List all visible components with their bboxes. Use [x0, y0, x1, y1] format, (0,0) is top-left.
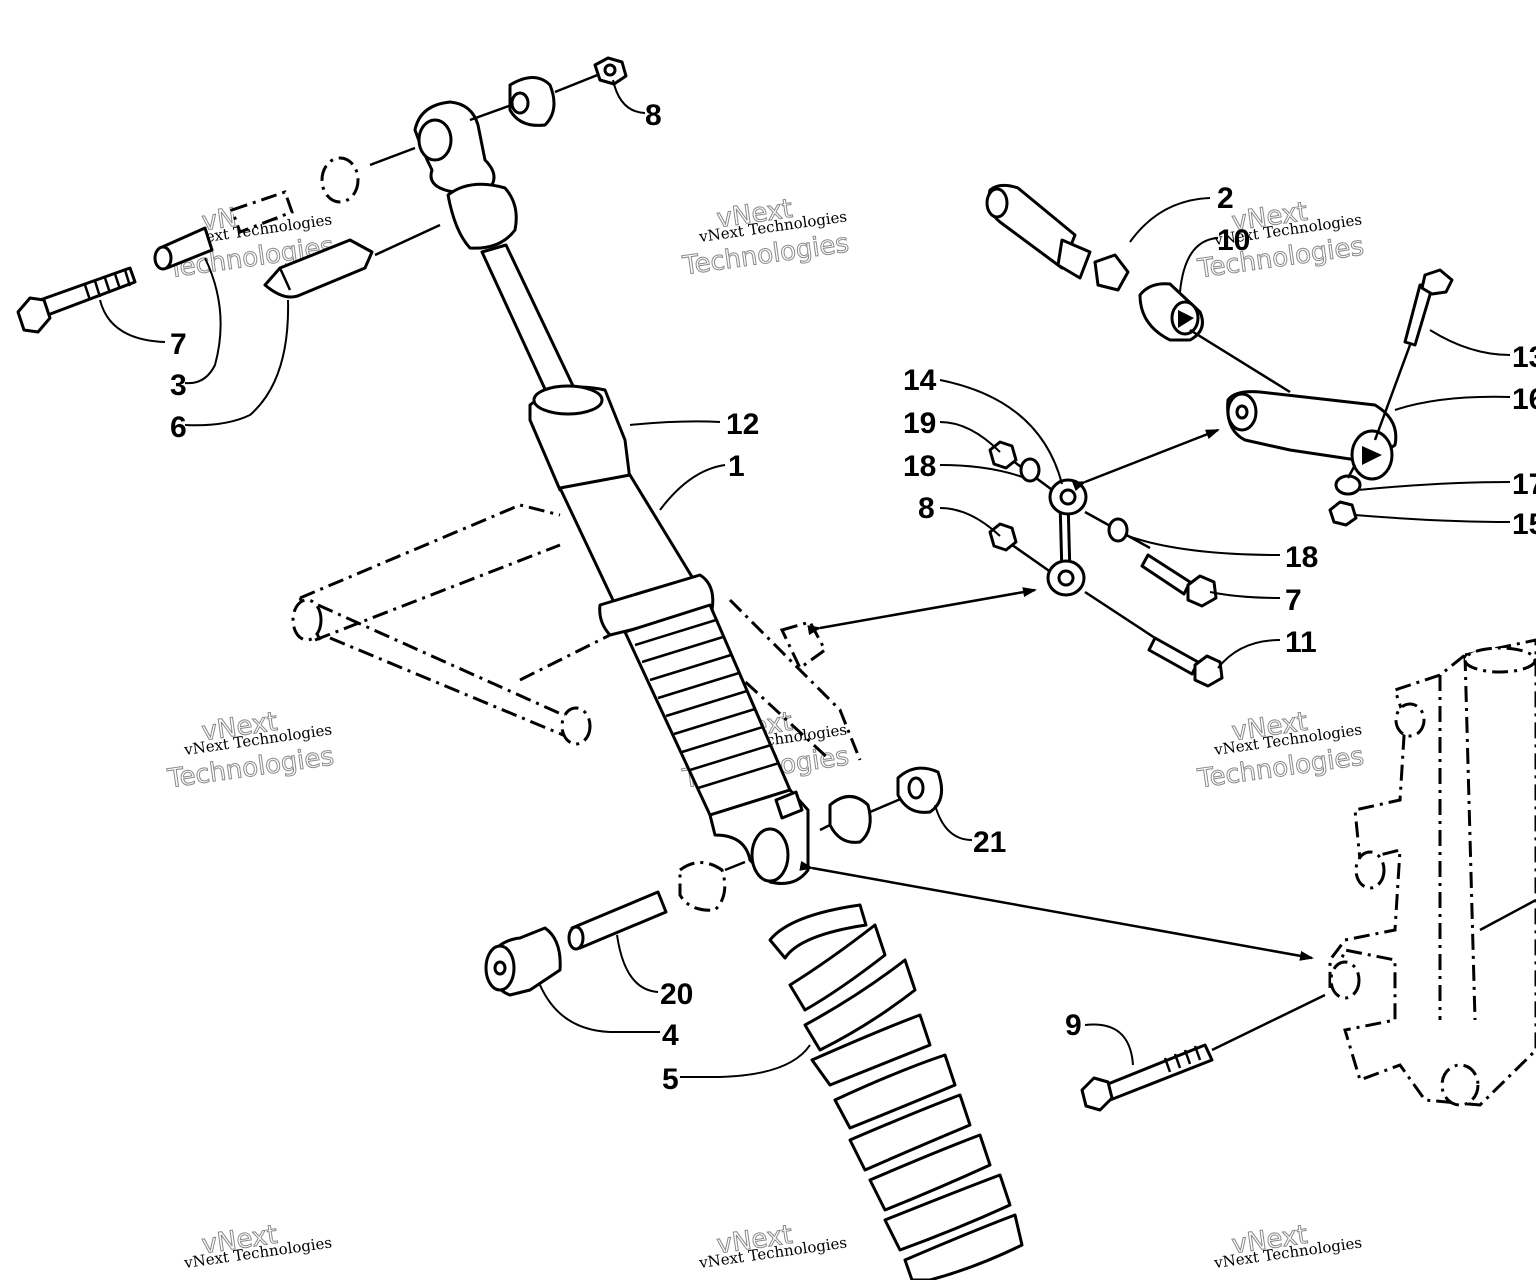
callout-16: 16 — [1512, 383, 1536, 416]
callout-3: 3 — [170, 369, 187, 402]
top-hardware — [16, 56, 628, 334]
watermark: vNext vNext Technologies — [1212, 1219, 1363, 1272]
thread-lines — [634, 618, 780, 790]
callout-7-link: 7 — [1285, 584, 1302, 617]
callout-6: 6 — [170, 411, 187, 444]
watermark: vNext vNext Technologies — [182, 1219, 333, 1272]
callout-21: 21 — [973, 826, 1006, 859]
watermark: vNext vNext Technologies Technologies — [680, 193, 852, 282]
callout-14: 14 — [903, 364, 937, 397]
callout-8-link: 8 — [918, 492, 935, 525]
assembly-arrows — [799, 428, 1314, 961]
callout-12: 12 — [726, 408, 759, 441]
callout-15: 15 — [1512, 508, 1536, 541]
callout-4: 4 — [662, 1019, 679, 1052]
callout-17: 17 — [1512, 468, 1536, 501]
callout-11: 11 — [1285, 626, 1317, 659]
callout-20: 20 — [660, 978, 693, 1011]
coil-spring — [768, 903, 1024, 1280]
link-assembly — [988, 440, 1224, 688]
shock-absorber — [413, 100, 810, 885]
watermark: vNext vNext Technologies Technologies — [1195, 706, 1367, 795]
callout-5: 5 — [662, 1063, 679, 1096]
callout-18-left: 18 — [903, 450, 936, 483]
callout-labels: 1 2 3 4 5 6 7 7 8 8 9 10 11 12 13 14 15 … — [170, 99, 1536, 1096]
watermark: vNext vNext Technologies Technologies — [165, 706, 337, 795]
callout-19: 19 — [903, 407, 936, 440]
callout-18-right: 18 — [1285, 541, 1318, 574]
callout-13: 13 — [1512, 341, 1536, 374]
callout-9: 9 — [1065, 1009, 1082, 1042]
watermark: vNext vNext Technologies Technologies — [1195, 196, 1367, 285]
leader-lines — [99, 79, 1511, 1078]
bolt-9 — [1080, 993, 1326, 1112]
sway-bar-arm — [985, 183, 1454, 527]
spindle-outline — [1328, 638, 1536, 1107]
bottom-hardware — [484, 766, 944, 997]
callout-10: 10 — [1217, 224, 1250, 257]
watermark: vNext vNext Technologies — [697, 1219, 848, 1272]
callout-7-top: 7 — [170, 328, 187, 361]
callout-8-top: 8 — [645, 99, 662, 132]
callout-2: 2 — [1217, 182, 1234, 215]
callout-1: 1 — [728, 450, 745, 483]
